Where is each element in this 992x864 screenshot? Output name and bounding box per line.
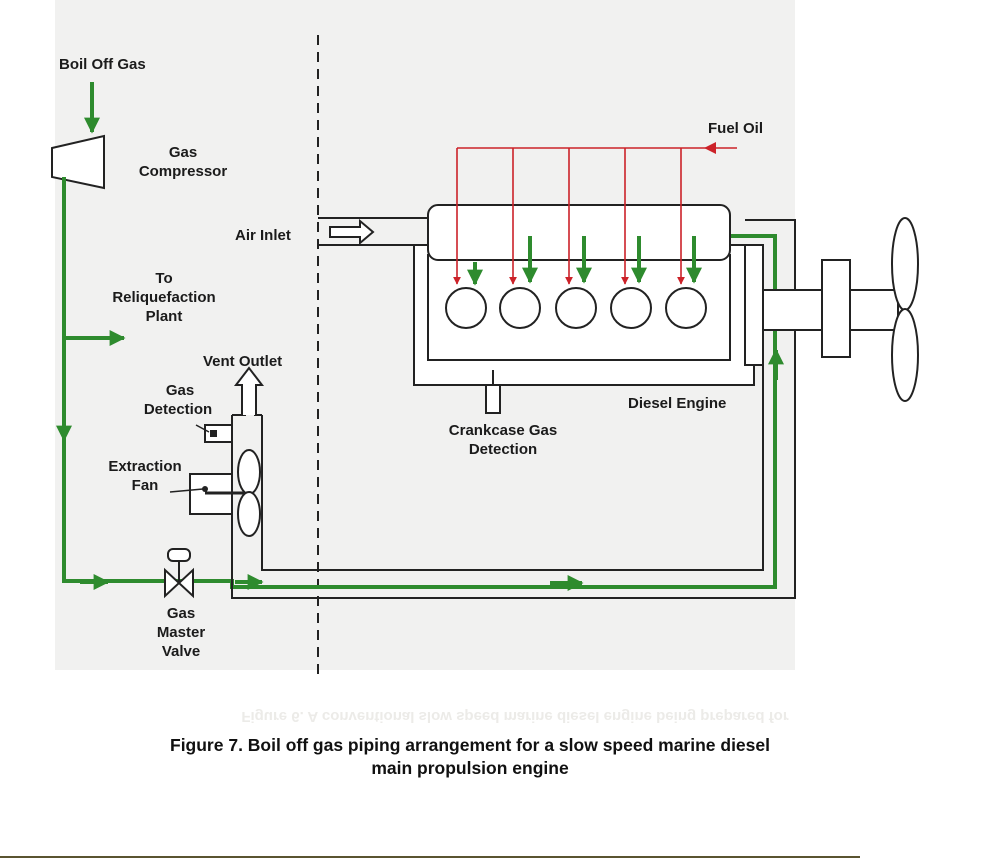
figure-caption: Figure 7. Boil off gas piping arrangemen… [60, 734, 880, 780]
propeller-blade-top [891, 217, 919, 311]
fuel-oil-inlet-arrow [704, 142, 716, 154]
gas-detection-leader [195, 424, 210, 433]
vent-outlet-arrow [233, 366, 265, 415]
gas-detection-box [204, 424, 233, 443]
extraction-fan-blade-top [237, 449, 261, 495]
label-air-inlet: Air Inlet [235, 227, 291, 244]
scavenge-air-receiver [427, 204, 731, 261]
label-crankcase-gas-detection-1: Crankcase Gas [449, 422, 557, 439]
cylinder-3 [555, 287, 597, 329]
engine-casing-back [744, 244, 764, 366]
bleed-through-text: Figure 6. A conventional slow speed mari… [241, 708, 789, 725]
crankcase-gas-detector [485, 384, 501, 414]
label-gas-compressor-2: Compressor [139, 163, 228, 180]
caption-line-2: main propulsion engine [371, 758, 569, 778]
label-vent-outlet: Vent Outlet [203, 353, 282, 370]
extraction-fan-hub [202, 486, 208, 492]
cylinder-4 [610, 287, 652, 329]
label-gas-detection-1: Gas [166, 382, 194, 399]
label-extraction-fan-1: Extraction [108, 458, 181, 475]
shaft-coupling [821, 259, 851, 358]
label-boil-off-gas: Boil Off Gas [59, 56, 146, 73]
gas-compressor [51, 134, 105, 190]
vent-duct-outer [231, 219, 796, 599]
cylinder-1 [445, 287, 487, 329]
label-reliquefaction-2: Reliquefaction [112, 289, 215, 306]
label-reliquefaction-1: To [155, 270, 172, 287]
label-gas-master-valve-3: Valve [162, 643, 200, 660]
fuel-oil-lines [453, 147, 737, 285]
caption-line-1: Figure 7. Boil off gas piping arrangemen… [170, 735, 770, 755]
gas-master-valve-handwheel [167, 548, 191, 562]
label-diesel-engine: Diesel Engine [628, 395, 726, 412]
label-extraction-fan-2: Fan [132, 477, 159, 494]
gas-injection-branches [522, 236, 702, 284]
label-fuel-oil: Fuel Oil [708, 120, 763, 137]
label-crankcase-gas-detection-2: Detection [469, 441, 537, 458]
label-gas-master-valve-2: Master [157, 624, 206, 641]
cylinder-2 [499, 287, 541, 329]
label-gas-detection-2: Detection [144, 401, 212, 418]
cylinder-5 [665, 287, 707, 329]
extraction-fan-leader [169, 488, 204, 493]
label-gas-master-valve-1: Gas [167, 605, 195, 622]
label-gas-compressor-1: Gas [169, 144, 197, 161]
air-inlet-arrow [329, 218, 375, 246]
extraction-fan-blade-bottom [237, 491, 261, 537]
label-reliquefaction-3: Plant [146, 308, 183, 325]
gas-detection-sensor [210, 430, 217, 437]
bottom-rule [0, 856, 860, 858]
propeller-blade-bottom [891, 308, 919, 402]
